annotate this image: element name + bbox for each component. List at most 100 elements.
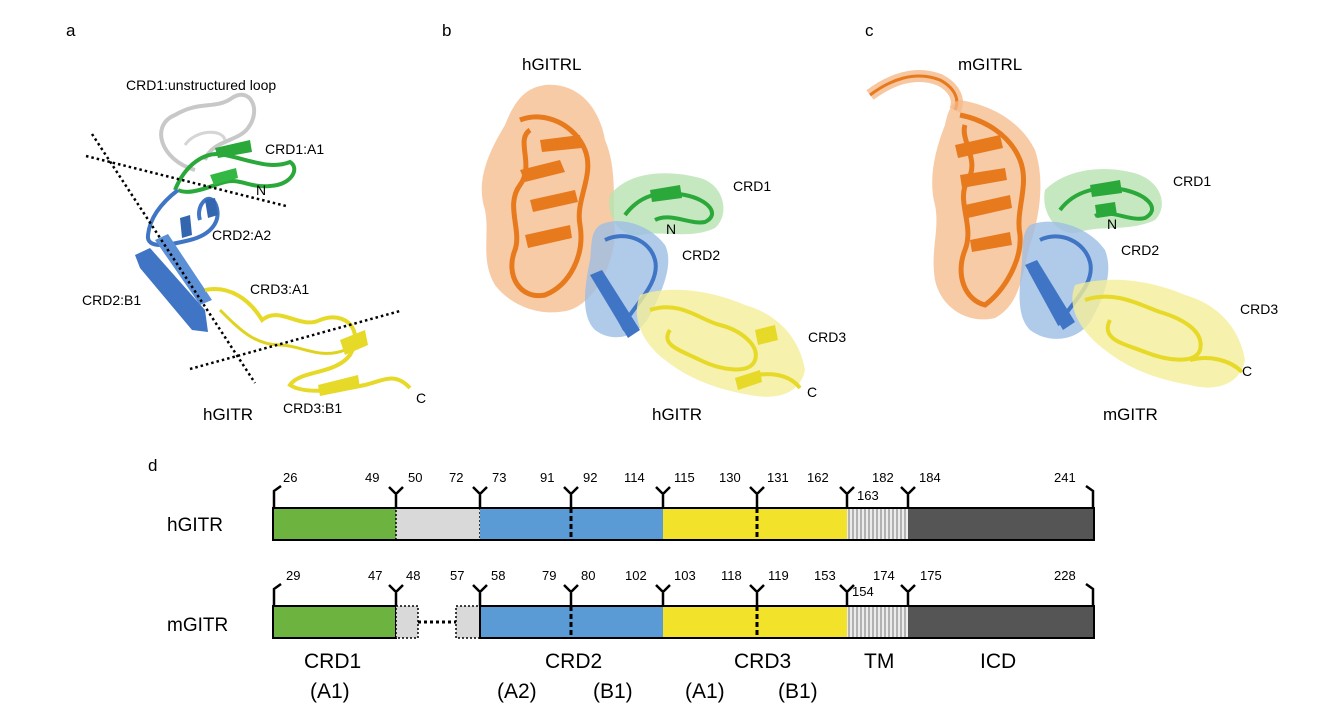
panel-d-letter: d (148, 456, 157, 475)
mgitr-crd3-ribbon (1084, 294, 1244, 374)
mgitrl-tail-ribbon (869, 74, 959, 111)
label-mgitrl: mGITRL (958, 55, 1022, 74)
label-crd3-b: CRD3 (808, 329, 846, 345)
mgitr-pos-57: 57 (450, 568, 464, 583)
mgitr-pos-119: 119 (768, 568, 789, 583)
hgitr-crd3-surface (636, 289, 805, 397)
label-crd1-unstructured-loop: CRD1:unstructured loop (126, 77, 276, 93)
crd2-ribbon (146, 188, 220, 247)
hgitr-pos-50: 50 (408, 470, 422, 485)
mgitr-pos-154: 154 (852, 584, 874, 599)
domain-crd2-label: CRD2 (545, 650, 602, 673)
mgitr-loop-block-2 (455, 605, 481, 639)
domain-crd1-sub: (A1) (310, 680, 350, 703)
mgitr-boundary-markers (272, 582, 1095, 606)
domain-crd1-label: CRD1 (304, 650, 361, 673)
hgitr-pos-241: 241 (1054, 470, 1076, 485)
mgitr-pos-153: 153 (814, 568, 836, 583)
mgitr-crd3-surface (1072, 279, 1245, 388)
hgitr-hgitrl-complex (481, 84, 805, 397)
panel-c: c mGITRL CRD1 N CRD2 CRD3 C mGITR (865, 21, 1278, 424)
crd1-ribbon (173, 152, 297, 194)
label-crd2-b1: CRD2:B1 (82, 292, 141, 308)
label-n-terminus-c: N (1107, 216, 1117, 232)
row-label-mgitr: mGITR (167, 615, 228, 636)
mgitr-mgitrl-complex (866, 70, 1245, 388)
hgitr-pos-73: 73 (492, 470, 506, 485)
label-n-terminus-a: N (256, 182, 266, 198)
mgitrl-sheets (955, 135, 1012, 252)
panel-a-letter: a (66, 21, 76, 40)
mgitr-pos-175: 175 (920, 568, 942, 583)
mgitr-crd1-arrows (1090, 180, 1122, 218)
mgitr-tm-block (847, 606, 908, 638)
panel-d: d hGITR 26 49 50 72 73 91 92 114 115 130 (148, 456, 1095, 703)
hgitr-pos-130: 130 (719, 470, 741, 485)
hgitr-pos-26: 26 (283, 470, 297, 485)
label-crd3-b1: CRD3:B1 (283, 400, 342, 416)
hgitr-pos-163: 163 (857, 488, 879, 503)
crd2-sheet-2 (155, 234, 212, 305)
mgitr-crd1-block (272, 605, 397, 639)
panel-b: b hGITRL CRD1 N CRD2 CRD3 C hGITR (442, 21, 846, 424)
domain-crd3-label: CRD3 (734, 650, 791, 673)
hgitr-loop-block (395, 507, 481, 541)
label-hgitr-b: hGITR (652, 405, 702, 424)
domain-crd3-sub-a1: (A1) (685, 680, 725, 703)
hgitrl-ribbon (509, 114, 591, 299)
mgitr-pos-174: 174 (873, 568, 895, 583)
boundary-line-1 (85, 154, 287, 208)
mgitr-domain-bar: mGITR 29 47 48 57 58 79 80 102 103 118 1… (167, 568, 1095, 639)
panel-b-letter: b (442, 21, 451, 40)
boundary-line-3 (189, 309, 401, 371)
label-c-terminus-b: C (807, 384, 817, 400)
hgitr-crd1-arrow (650, 185, 682, 202)
hgitr-crd1-ribbon (623, 191, 714, 225)
crd3-ribbon (204, 287, 412, 393)
domain-crd2-sub-a2: (A2) (497, 680, 537, 703)
hgitrl-sheets (520, 135, 582, 248)
mgitr-crd2-sheet (1025, 260, 1075, 330)
hgitr-pos-184: 184 (919, 470, 941, 485)
hgitr-pos-92: 92 (583, 470, 597, 485)
hgitr-domain-bar: hGITR 26 49 50 72 73 91 92 114 115 130 1… (167, 470, 1095, 541)
hgitr-pos-131: 131 (767, 470, 789, 485)
panel-a: a CRD1:unstructured loop CRD1:A1 (66, 21, 426, 424)
hgitr-pos-72: 72 (449, 470, 463, 485)
hgitr-pos-114: 114 (624, 470, 645, 485)
crd2-small-arrows (180, 198, 218, 238)
hgitr-pos-182: 182 (872, 470, 894, 485)
label-crd2-a2: CRD2:A2 (212, 227, 271, 243)
mgitr-loop-block-1 (395, 605, 419, 639)
label-mgitr-c: mGITR (1103, 405, 1158, 424)
label-crd2-b: CRD2 (682, 247, 720, 263)
crd1-loop-ribbon (159, 92, 257, 172)
crd1-loop-ribbon-2 (183, 130, 227, 146)
hgitr-bar-outline (272, 507, 1095, 541)
crd3-arrow-2 (318, 375, 360, 396)
domain-legend: CRD1 (A1) CRD2 (A2) (B1) CRD3 (A1) (B1) … (304, 650, 1016, 703)
label-c-terminus-a: C (416, 390, 426, 406)
hgitr-icd-block (908, 508, 1094, 540)
hgitr-crd1-block (273, 508, 396, 540)
label-c-terminus-c: C (1242, 363, 1252, 379)
hgitr-tm-block (847, 508, 908, 540)
crd1-arrow-2 (210, 168, 238, 185)
mgitr-pos-228: 228 (1054, 568, 1076, 583)
crd2-sheet (135, 248, 208, 332)
panel-c-letter: c (865, 21, 874, 40)
mgitr-icd-block (908, 606, 1094, 638)
hgitr-ribbon-structure (85, 92, 412, 396)
crd3-ribbon-2 (218, 308, 346, 355)
label-crd2-c: CRD2 (1121, 242, 1159, 258)
mgitr-pos-118: 118 (721, 568, 742, 583)
domain-tm-label: TM (864, 650, 894, 673)
label-hgitr-a: hGITR (203, 405, 253, 424)
label-crd1-b: CRD1 (733, 178, 771, 194)
mgitr-pos-29: 29 (286, 568, 300, 583)
mgitr-pos-102: 102 (625, 568, 647, 583)
mgitr-pos-80: 80 (581, 568, 595, 583)
label-crd1-c: CRD1 (1173, 173, 1211, 189)
mgitr-pos-79: 79 (542, 568, 556, 583)
